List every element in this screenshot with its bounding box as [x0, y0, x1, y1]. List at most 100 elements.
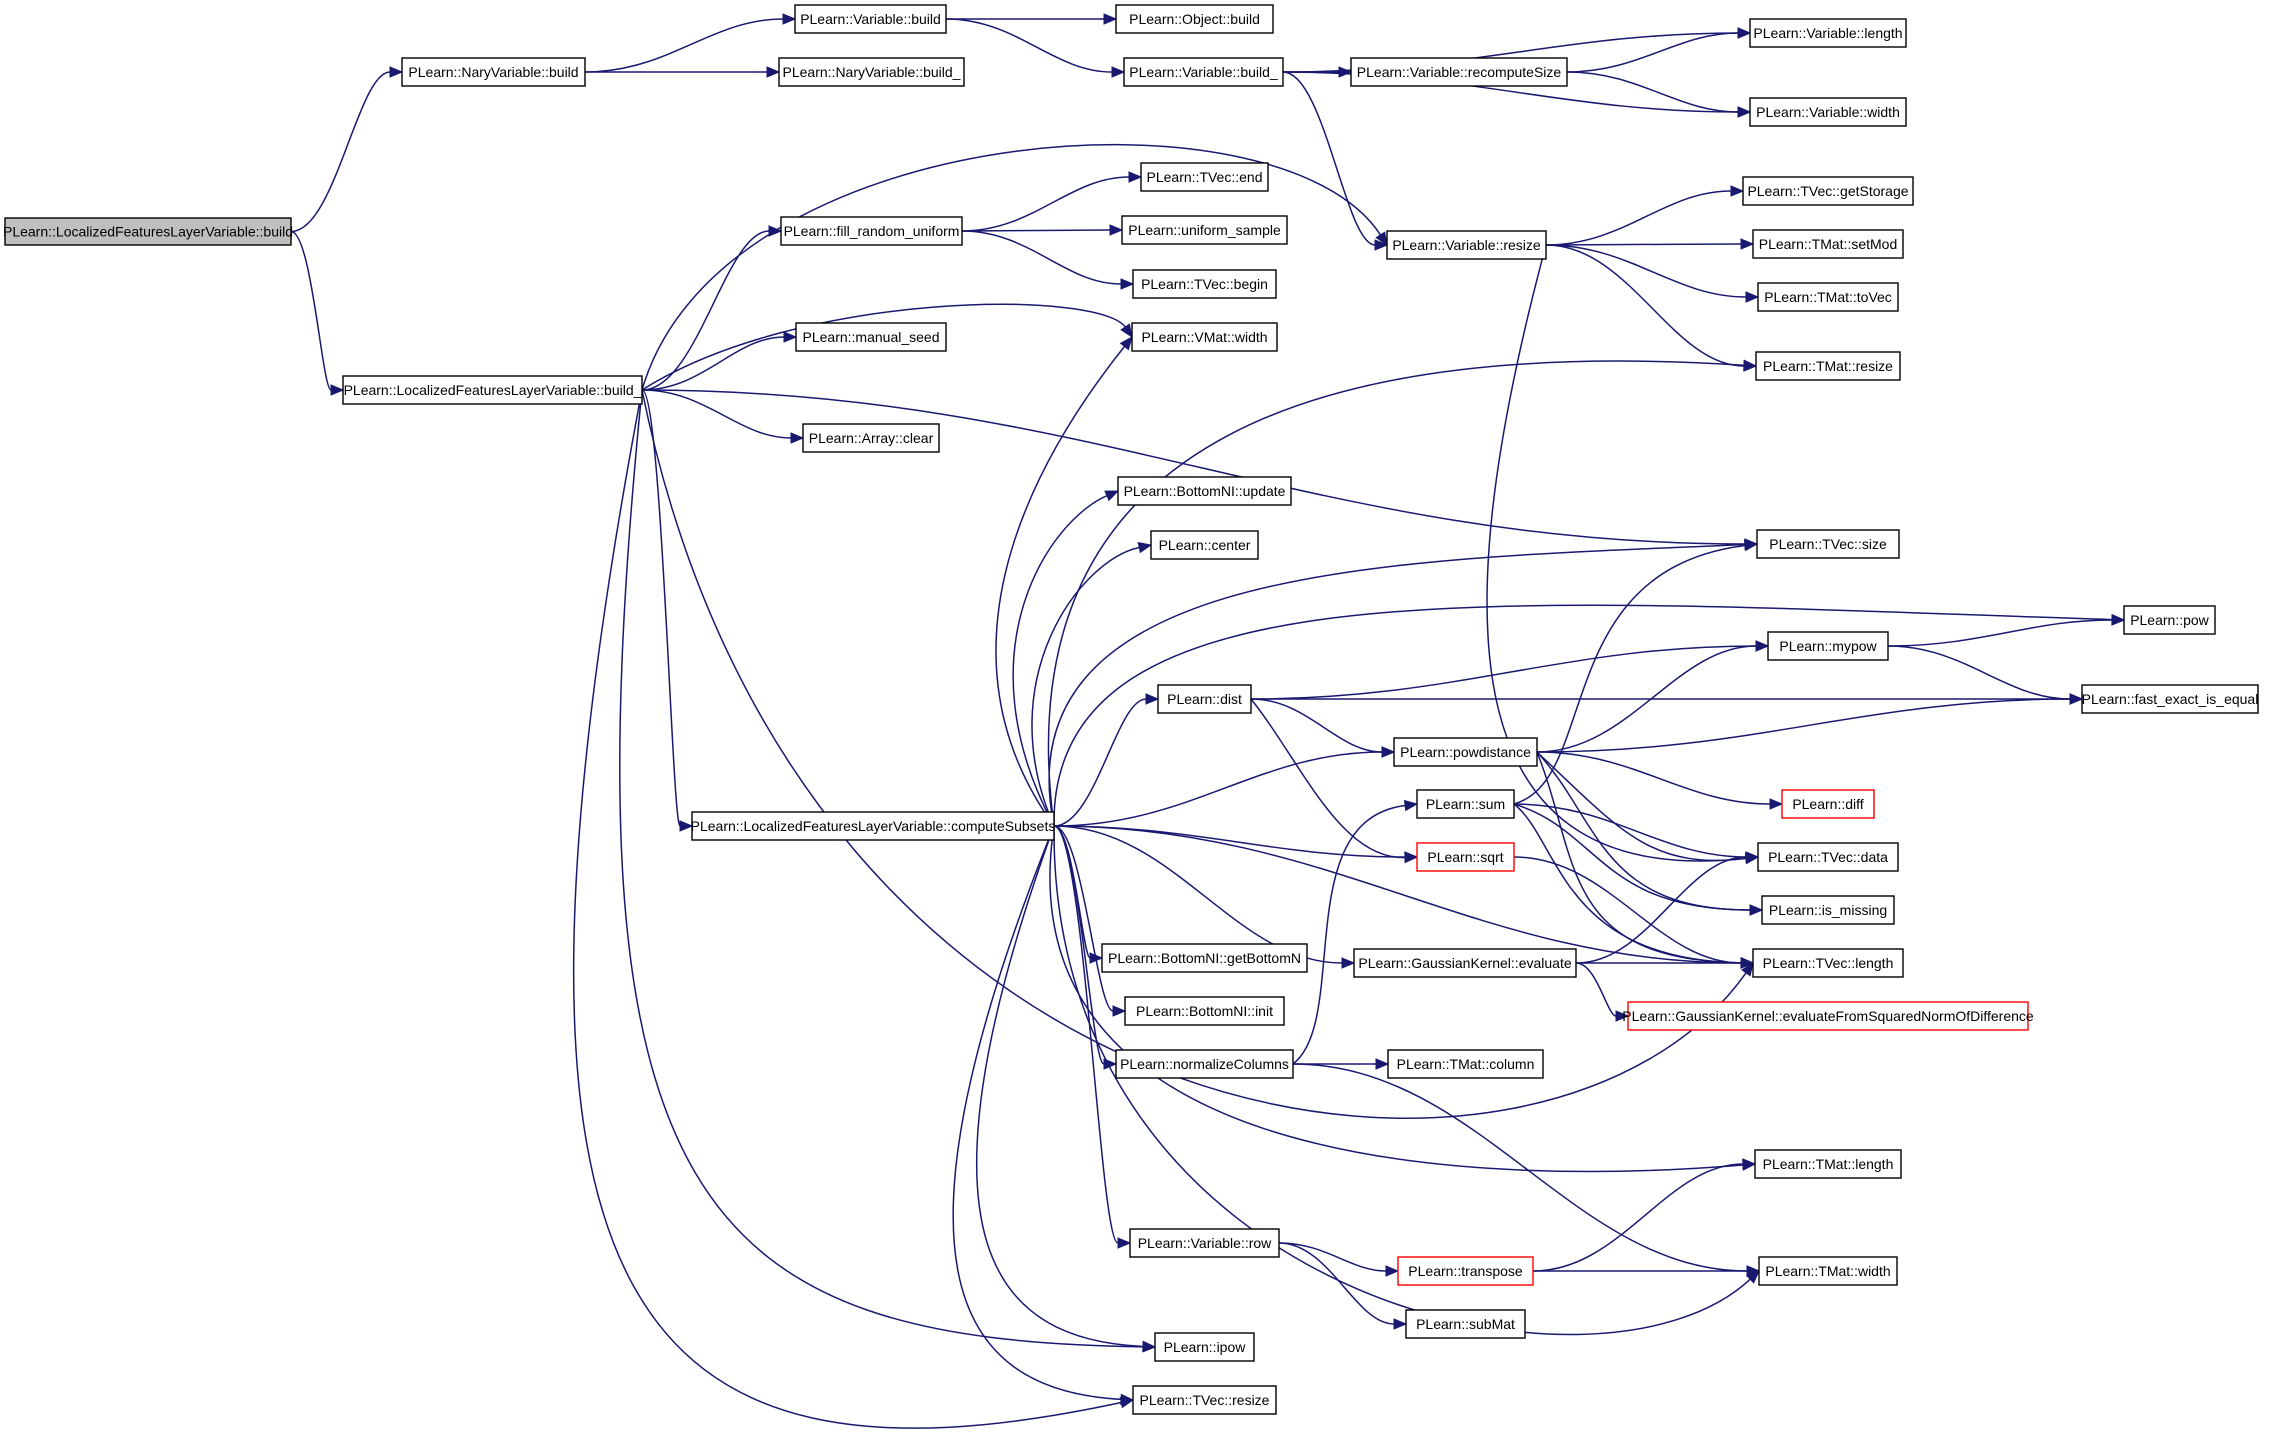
arrowhead-icon: [1145, 693, 1160, 705]
node-pow[interactable]: PLearn::pow: [2123, 605, 2216, 635]
call-edges: [290, 13, 2126, 1429]
node-var-build-[interactable]: PLearn::Variable::build_: [1123, 57, 1284, 87]
arrowhead-icon: [1128, 171, 1143, 183]
node-box: [1115, 1049, 1294, 1079]
node-box: [1757, 842, 1899, 872]
node-label: PLearn::TMat::resize: [1763, 358, 1893, 374]
node-label: PLearn::TVec::begin: [1141, 276, 1268, 292]
node-box: [1742, 176, 1914, 206]
node-tmat-column[interactable]: PLearn::TMat::column: [1387, 1049, 1544, 1079]
arrowhead-icon: [1740, 957, 1755, 969]
node-label: PLearn::Variable::build: [800, 11, 941, 27]
edge-line: [975, 825, 1144, 1348]
node-var-length[interactable]: PLearn::Variable::length: [1749, 18, 1907, 48]
node-bottomnl-update[interactable]: PLearn::BottomNI::update: [1117, 476, 1292, 506]
node-gk-evalsq[interactable]: PLearn::GaussianKernel::evaluateFromSqua…: [1622, 1001, 2034, 1031]
edge-line: [1053, 825, 1105, 1065]
node-var-build[interactable]: PLearn::Variable::build: [794, 4, 947, 34]
node-box: [1749, 97, 1907, 127]
node-array-clear[interactable]: PLearn::Array::clear: [802, 423, 940, 453]
edge-sum-to-tvec_length: [1513, 803, 1755, 969]
node-mypow[interactable]: PLearn::mypow: [1767, 631, 1889, 661]
node-box: [1132, 1385, 1277, 1415]
node-nary-build-[interactable]: PLearn::NaryVariable::build_: [778, 57, 965, 87]
node-obj-build[interactable]: PLearn::Object::build: [1115, 4, 1274, 34]
node-compute-subsets[interactable]: PLearn::LocalizedFeaturesLayerVariable::…: [691, 811, 1056, 841]
node-var-width[interactable]: PLearn::Variable::width: [1749, 97, 1907, 127]
node-box: [802, 423, 940, 453]
node-uniform-sample[interactable]: PLearn::uniform_sample: [1121, 215, 1288, 245]
arrowhead-icon: [1120, 323, 1133, 339]
node-gk-evaluate[interactable]: PLearn::GaussianKernel::evaluate: [1353, 948, 1577, 978]
node-diff[interactable]: PLearn::diff: [1781, 789, 1875, 819]
node-tmat-setmod[interactable]: PLearn::TMat::setMod: [1752, 229, 1904, 259]
node-tmat-width[interactable]: PLearn::TMat::width: [1758, 1256, 1898, 1286]
node-sqrt[interactable]: PLearn::sqrt: [1416, 842, 1515, 872]
node-tmat-tovec[interactable]: PLearn::TMat::toVec: [1757, 282, 1899, 312]
node-tvec-getstorage[interactable]: PLearn::TVec::getStorage: [1742, 176, 1914, 206]
node-tvec-begin[interactable]: PLearn::TVec::begin: [1132, 269, 1277, 299]
node-tvec-end[interactable]: PLearn::TVec::end: [1140, 162, 1269, 192]
node-center[interactable]: PLearn::center: [1150, 530, 1259, 560]
node-manual-seed[interactable]: PLearn::manual_seed: [795, 322, 947, 352]
node-label: PLearn::TMat::toVec: [1764, 289, 1892, 305]
node-fill-random[interactable]: PLearn::fill_random_uniform: [780, 216, 963, 246]
node-var-resize[interactable]: PLearn::Variable::resize: [1386, 230, 1547, 260]
node-box: [1397, 1256, 1534, 1286]
node-label: PLearn::Variable::row: [1138, 1235, 1272, 1251]
node-tvec-data[interactable]: PLearn::TVec::data: [1757, 842, 1899, 872]
arrowhead-icon: [1742, 1158, 1757, 1170]
node-tvec-resize[interactable]: PLearn::TVec::resize: [1132, 1385, 1277, 1415]
edge-var_row-to-submat: [1278, 1242, 1408, 1330]
node-bottomnl-init[interactable]: PLearn::BottomNI::init: [1124, 996, 1285, 1026]
node-label: PLearn::center: [1159, 537, 1251, 553]
node-box: [1154, 1332, 1255, 1362]
node-nary-build[interactable]: PLearn::NaryVariable::build: [401, 57, 586, 87]
edge-line: [1536, 751, 1771, 805]
node-lflv-build-[interactable]: PLearn::LocalizedFeaturesLayerVariable::…: [342, 375, 643, 405]
node-bottomnl-getbottomn[interactable]: PLearn::BottomNI::getBottomN: [1101, 943, 1308, 973]
edge-dist-to-fast_exact: [1251, 693, 2084, 705]
node-var-row[interactable]: PLearn::Variable::row: [1129, 1228, 1280, 1258]
node-label: PLearn::subMat: [1416, 1316, 1515, 1332]
edge-lflv_build_-to-manual_seed: [641, 331, 798, 391]
node-vmat-width[interactable]: PLearn::VMat::width: [1131, 322, 1278, 352]
node-submat[interactable]: PLearn::subMat: [1405, 1309, 1526, 1339]
arrowhead-icon: [1119, 335, 1133, 351]
edge-line: [1053, 825, 1114, 1012]
node-label: PLearn::powdistance: [1400, 744, 1531, 760]
node-ipow[interactable]: PLearn::ipow: [1154, 1332, 1255, 1362]
node-fast-exact[interactable]: PLearn::fast_exact_is_equal: [2081, 684, 2259, 714]
node-box: [1758, 1256, 1898, 1286]
node-powdistance[interactable]: PLearn::powdistance: [1393, 737, 1538, 767]
node-transpose[interactable]: PLearn::transpose: [1397, 1256, 1534, 1286]
arrowhead-icon: [1741, 961, 1754, 977]
node-tmat-length[interactable]: PLearn::TMat::length: [1754, 1149, 1902, 1179]
node-tvec-size[interactable]: PLearn::TVec::size: [1756, 529, 1900, 559]
edge-line: [1278, 1242, 1395, 1325]
edge-var_build_-to-var_resize: [1282, 71, 1389, 251]
node-dist[interactable]: PLearn::dist: [1157, 684, 1252, 714]
node-label: PLearn::TMat::setMod: [1759, 236, 1898, 252]
node-box: [1150, 530, 1259, 560]
node-box: [795, 322, 947, 352]
node-lflv-build[interactable]: PLearn::LocalizedFeaturesLayerVariable::…: [3, 217, 293, 246]
node-box: [1757, 282, 1899, 312]
node-sum[interactable]: PLearn::sum: [1416, 789, 1515, 819]
node-var-recompute[interactable]: PLearn::Variable::recomputeSize: [1350, 57, 1568, 87]
node-normalize-cols[interactable]: PLearn::normalizeColumns: [1115, 1049, 1294, 1079]
arrowhead-icon: [1112, 1005, 1127, 1017]
node-box: [1387, 1049, 1544, 1079]
arrowhead-icon: [1615, 1010, 1630, 1022]
node-is-missing[interactable]: PLearn::is_missing: [1761, 895, 1895, 925]
node-box: [1627, 1001, 2029, 1031]
edge-var_resize-to-tmat_setmod: [1545, 238, 1755, 250]
edge-line: [1536, 698, 2071, 753]
node-label: PLearn::GaussianKernel::evaluateFromSqua…: [1622, 1008, 2034, 1024]
node-label: PLearn::TVec::data: [1768, 849, 1888, 865]
node-tvec-length[interactable]: PLearn::TVec::length: [1752, 948, 1904, 978]
node-tmat-resize[interactable]: PLearn::TMat::resize: [1755, 351, 1901, 381]
node-box: [794, 4, 947, 34]
node-label: PLearn::NaryVariable::build_: [783, 64, 961, 80]
edge-line: [1486, 244, 1747, 862]
